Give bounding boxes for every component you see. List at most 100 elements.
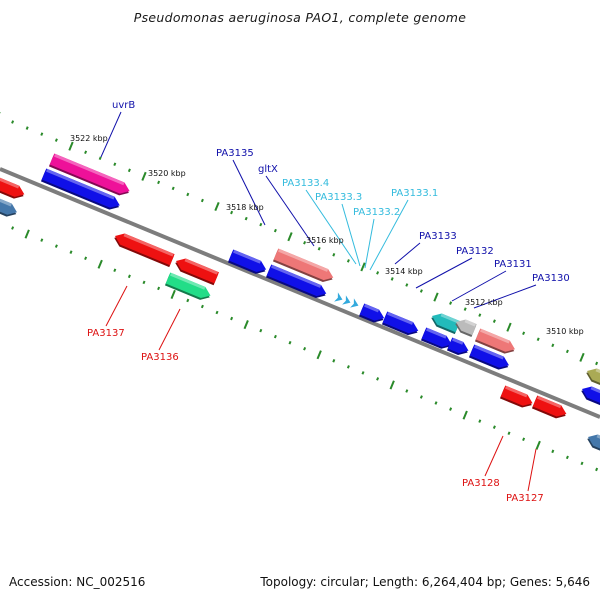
- gene-feature[interactable]: [381, 311, 421, 338]
- gene-feature[interactable]: [499, 385, 535, 410]
- gene-label[interactable]: gltX: [258, 164, 278, 175]
- outer-ring-tick: [522, 331, 526, 336]
- outer-ring-tick: [273, 228, 277, 233]
- label-leader-line: [527, 448, 537, 492]
- gene-feature[interactable]: [40, 168, 122, 212]
- inner-ring-tick: [580, 461, 584, 466]
- inner-ring-tick: [478, 419, 482, 423]
- inner-ring-tick: [389, 380, 395, 390]
- gene-feature[interactable]: [265, 264, 329, 301]
- outer-ring-tick: [303, 240, 307, 245]
- outer-ring-tick: [449, 301, 453, 305]
- outer-ring-tick: [478, 313, 482, 317]
- gene-label[interactable]: PA3137: [87, 328, 125, 339]
- inner-ring-tick: [127, 274, 131, 279]
- outer-ring-tick: [244, 216, 248, 221]
- inner-ring-tick: [405, 389, 409, 393]
- gene-feature[interactable]: [227, 249, 268, 276]
- inner-ring-tick: [507, 431, 511, 435]
- inner-ring-tick: [54, 244, 58, 248]
- gene-feature[interactable]: [453, 316, 477, 338]
- inner-ring-tick: [376, 377, 380, 381]
- gene-feature[interactable]: [429, 310, 461, 335]
- rna-feature[interactable]: [350, 298, 360, 310]
- inner-ring-tick: [419, 395, 423, 399]
- gene-feature[interactable]: [164, 272, 213, 303]
- outer-ring-tick: [84, 150, 88, 154]
- gene-label[interactable]: PA3133.4: [282, 178, 329, 189]
- inner-ring-tick: [142, 280, 146, 285]
- label-leader-line: [451, 270, 507, 302]
- gene-label[interactable]: PA3133.2: [353, 207, 400, 218]
- inner-ring-tick: [303, 346, 307, 351]
- outer-ring-tick: [492, 319, 496, 323]
- gene-label[interactable]: PA3127: [506, 493, 544, 504]
- inner-ring-tick: [316, 350, 322, 360]
- gene-label[interactable]: PA3136: [141, 352, 179, 363]
- gene-label[interactable]: PA3130: [532, 273, 570, 284]
- kbp-tick-label: 3520 kbp: [148, 169, 186, 178]
- label-leader-line: [473, 284, 537, 309]
- inner-ring-tick: [332, 359, 336, 363]
- inner-ring-tick: [288, 340, 292, 345]
- gene-feature[interactable]: [468, 344, 511, 372]
- gene-feature[interactable]: [579, 383, 600, 408]
- rna-feature[interactable]: [342, 295, 352, 307]
- outer-ring-tick: [565, 349, 569, 354]
- inner-ring-tick: [595, 467, 599, 472]
- outer-ring-tick: [287, 232, 293, 242]
- outer-ring-tick: [405, 283, 409, 287]
- gene-label[interactable]: PA3133.3: [315, 192, 362, 203]
- gene-feature[interactable]: [474, 328, 517, 356]
- rna-feature[interactable]: [334, 292, 344, 304]
- label-leader-line: [484, 435, 504, 477]
- inner-ring-tick: [462, 410, 468, 420]
- inner-ring-tick: [230, 316, 234, 321]
- gene-label[interactable]: uvrB: [112, 100, 135, 111]
- outer-ring-tick: [98, 156, 102, 161]
- outer-ring-tick: [157, 180, 161, 185]
- outer-ring-tick: [317, 246, 321, 251]
- gene-feature[interactable]: [531, 395, 569, 421]
- gene-feature[interactable]: [446, 337, 471, 358]
- outer-ring-tick: [186, 192, 190, 197]
- gene-feature[interactable]: [48, 153, 132, 198]
- outer-ring-tick: [506, 322, 512, 332]
- gene-label[interactable]: PA3133.1: [391, 188, 438, 199]
- gene-feature[interactable]: [358, 303, 387, 325]
- outer-ring-tick: [376, 271, 380, 275]
- outer-ring-tick: [54, 138, 58, 142]
- outer-ring-tick: [127, 168, 131, 173]
- kbp-tick-label: 3510 kbp: [546, 327, 584, 336]
- inner-ring-tick: [186, 298, 190, 303]
- inner-ring-tick: [346, 365, 350, 369]
- gene-feature[interactable]: [420, 327, 454, 351]
- gene-label[interactable]: PA3133: [419, 231, 457, 242]
- accession-text: Accession: NC_002516: [9, 575, 146, 589]
- gene-feature[interactable]: [0, 191, 19, 219]
- outer-ring-tick: [419, 289, 423, 293]
- inner-ring-tick: [565, 455, 569, 460]
- gene-label[interactable]: PA3131: [494, 259, 532, 270]
- genome-summary-text: Topology: circular; Length: 6,264,404 bp…: [260, 575, 590, 589]
- gene-feature[interactable]: [0, 170, 27, 201]
- label-leader-line: [100, 111, 122, 158]
- gene-feature[interactable]: [173, 255, 219, 286]
- label-leader-line: [265, 175, 315, 247]
- gene-feature[interactable]: [112, 230, 175, 268]
- inner-ring-tick: [434, 401, 438, 405]
- outer-ring-tick: [463, 307, 467, 311]
- gene-feature[interactable]: [585, 431, 600, 456]
- label-leader-line: [305, 189, 357, 265]
- label-leader-line: [415, 257, 473, 289]
- outer-ring-tick: [390, 277, 394, 281]
- genome-backbone: [0, 167, 600, 419]
- gene-feature[interactable]: [272, 248, 336, 285]
- gene-label[interactable]: PA3132: [456, 246, 494, 257]
- gene-label[interactable]: PA3128: [462, 478, 500, 489]
- label-leader-line: [369, 199, 409, 271]
- gene-label[interactable]: PA3135: [216, 148, 254, 159]
- gene-feature[interactable]: [584, 365, 600, 390]
